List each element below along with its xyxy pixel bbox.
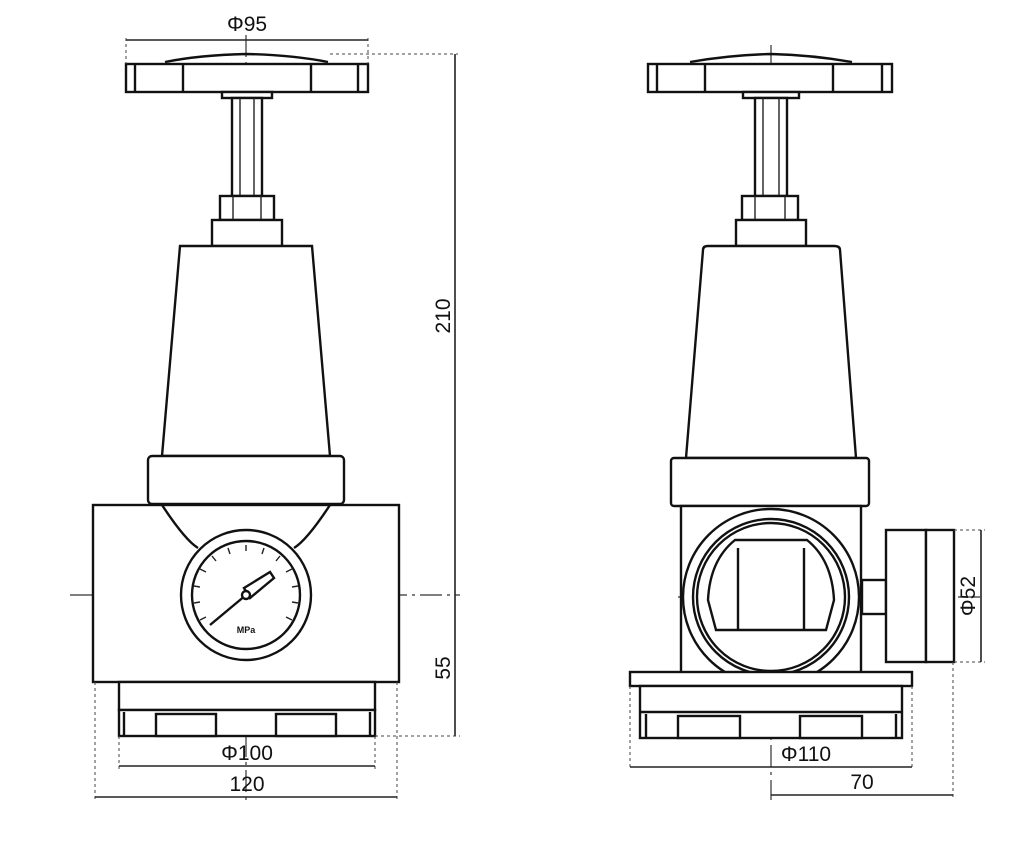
front-base bbox=[117, 680, 377, 738]
side-gauge bbox=[860, 528, 956, 664]
svg-text:210: 210 bbox=[432, 298, 455, 333]
gauge-hub bbox=[240, 589, 252, 601]
bonnet bbox=[160, 244, 332, 458]
dim-overall-height: 210 bbox=[330, 53, 458, 736]
front-view: MPa Φ95 210 55 bbox=[70, 13, 460, 800]
stem bbox=[230, 96, 264, 198]
dim-port-height: 55 bbox=[375, 656, 460, 737]
side-handwheel bbox=[646, 52, 894, 100]
svg-text:Φ95: Φ95 bbox=[227, 13, 267, 36]
side-bonnet bbox=[684, 244, 858, 460]
side-base bbox=[628, 670, 914, 740]
dim-gauge-offset: 70 bbox=[771, 662, 954, 800]
svg-text:55: 55 bbox=[432, 656, 455, 679]
svg-text:Φ110: Φ110 bbox=[781, 743, 831, 766]
side-bonnet-ring bbox=[669, 456, 871, 508]
dim-side-base-diameter: Φ110 bbox=[629, 686, 913, 770]
side-view: Φ52 Φ110 70 bbox=[628, 45, 985, 800]
svg-text:Φ100: Φ100 bbox=[221, 742, 273, 765]
dim-base-diameter: Φ100 bbox=[118, 736, 376, 770]
gauge-unit-label: MPa bbox=[237, 625, 257, 635]
side-lock-nut bbox=[734, 194, 808, 248]
handwheel bbox=[124, 52, 370, 100]
pressure-gauge: MPa bbox=[179, 528, 313, 662]
gauge-ticks bbox=[193, 545, 299, 621]
dim-body-width: 120 bbox=[94, 682, 398, 800]
side-stem bbox=[753, 96, 789, 198]
svg-text:Φ52: Φ52 bbox=[957, 576, 980, 616]
dim-handwheel-diameter: Φ95 bbox=[125, 13, 369, 64]
bonnet-ring bbox=[146, 454, 346, 506]
dim-gauge-diameter: Φ52 bbox=[954, 529, 985, 663]
lock-nut bbox=[210, 194, 284, 248]
svg-text:120: 120 bbox=[229, 773, 264, 796]
gauge-needle bbox=[209, 594, 247, 626]
svg-text:70: 70 bbox=[850, 771, 873, 794]
